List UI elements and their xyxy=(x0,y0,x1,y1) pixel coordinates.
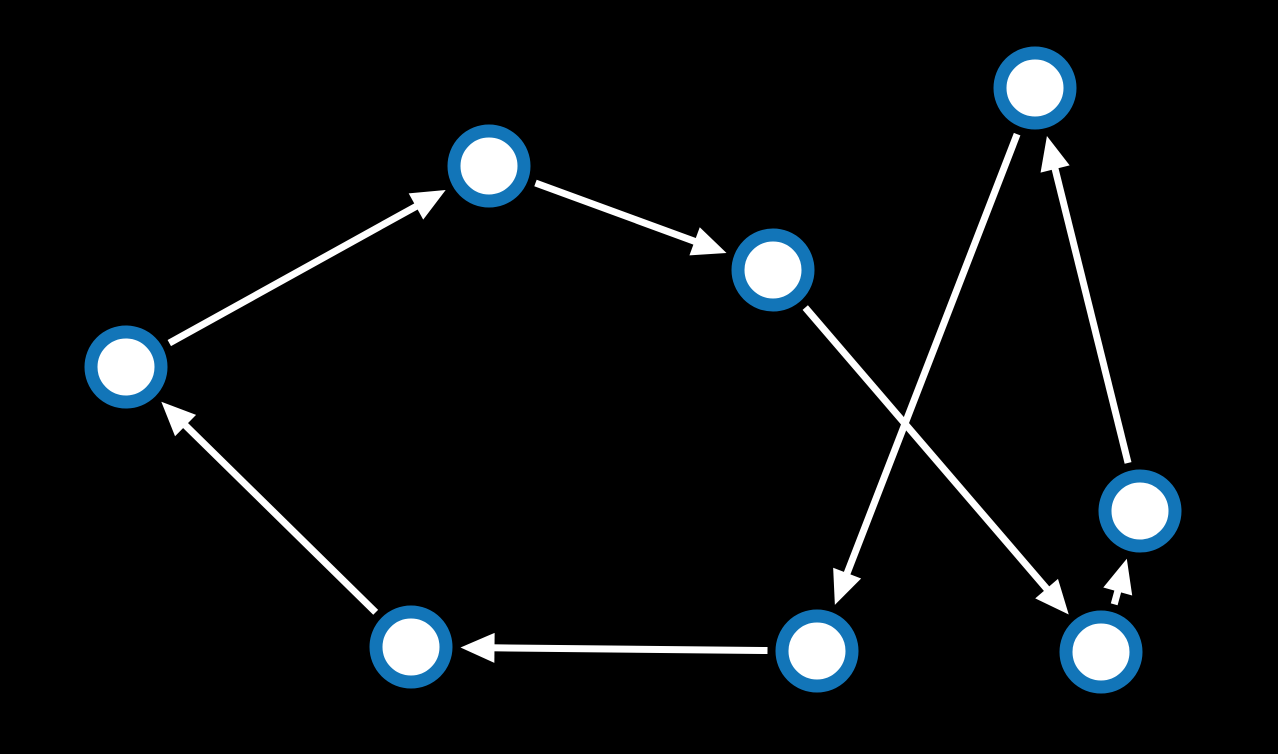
graph-edge-line[interactable] xyxy=(802,305,1052,594)
graph-node[interactable] xyxy=(1098,469,1182,553)
graph-edge-arrowhead-icon xyxy=(460,632,495,663)
graph-node[interactable] xyxy=(993,46,1077,130)
graph-node-circle[interactable] xyxy=(369,605,453,689)
graph-node-circle[interactable] xyxy=(84,325,168,409)
graph-node-circle[interactable] xyxy=(1098,469,1182,553)
graph-node-circle[interactable] xyxy=(1059,610,1143,694)
graph-edge-line[interactable] xyxy=(1050,164,1132,464)
graph-edge-line[interactable] xyxy=(842,132,1021,579)
graph-edge-line[interactable] xyxy=(167,201,422,347)
edges-layer xyxy=(161,132,1133,663)
graph-node-circle[interactable] xyxy=(993,46,1077,130)
graph-node-circle[interactable] xyxy=(731,228,815,312)
graph-node[interactable] xyxy=(1059,610,1143,694)
graph-edge-arrowhead-icon xyxy=(833,567,862,605)
graph-edge-line[interactable] xyxy=(180,420,379,615)
graph-node-circle[interactable] xyxy=(775,609,859,693)
graph-node[interactable] xyxy=(447,124,531,208)
graph-node-circle[interactable] xyxy=(447,124,531,208)
graph-edge-arrowhead-icon xyxy=(689,227,727,256)
graph-edge-arrowhead-icon xyxy=(1035,578,1069,615)
graph-edge-arrowhead-icon xyxy=(1103,558,1133,596)
graph-edge-line[interactable] xyxy=(534,179,700,246)
graph-node[interactable] xyxy=(731,228,815,312)
graph-node[interactable] xyxy=(84,325,168,409)
graph-node[interactable] xyxy=(369,605,453,689)
graph-edge-arrowhead-icon xyxy=(408,189,446,220)
graph-edge-line[interactable] xyxy=(490,644,768,655)
graph-edge-arrowhead-icon xyxy=(1040,136,1070,173)
graph-node[interactable] xyxy=(775,609,859,693)
nodes-layer xyxy=(84,46,1182,694)
graph-edge-arrowhead-icon xyxy=(161,401,197,437)
